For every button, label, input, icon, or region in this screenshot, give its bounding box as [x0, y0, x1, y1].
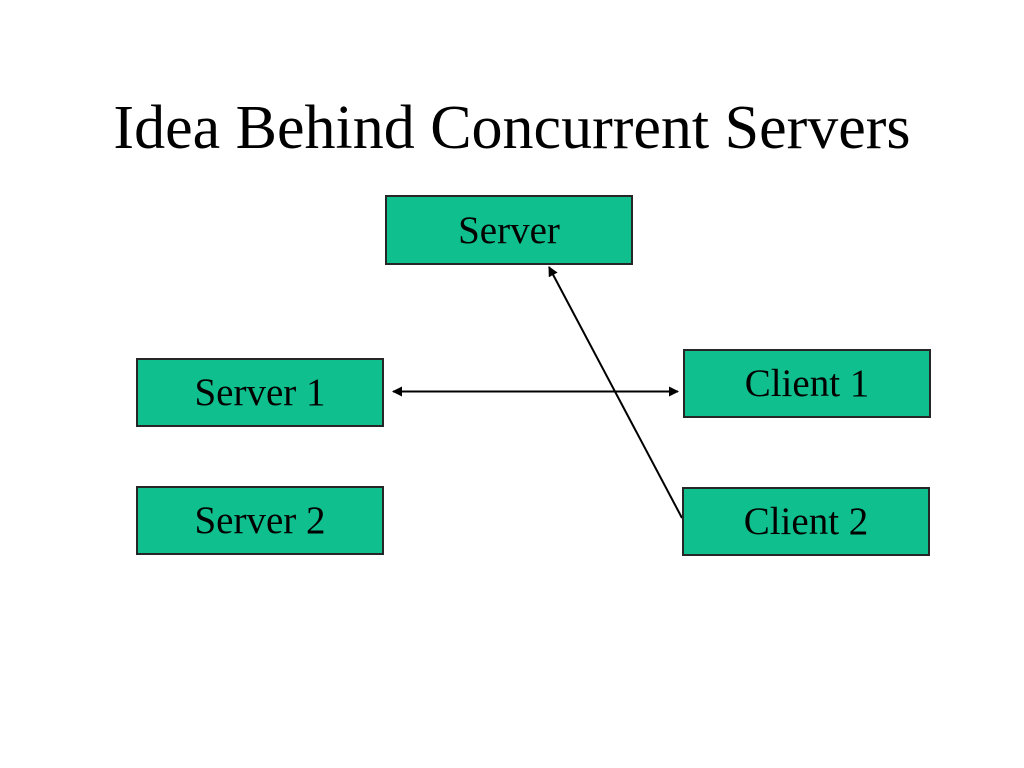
- diagram-box-server-label: Server: [458, 208, 560, 252]
- diagram-box-server1-label: Server 1: [194, 371, 326, 414]
- arrow-client2-to-server: [548, 266, 683, 519]
- diagram-box-client1: Client 1: [683, 349, 931, 418]
- diagram-box-server2-label: Server 2: [194, 499, 326, 542]
- diagram-box-server1: Server 1: [136, 358, 384, 427]
- diagram-box-server2: Server 2: [136, 486, 384, 555]
- diagram-box-server: Server: [385, 195, 633, 265]
- diagram-box-client2: Client 2: [682, 487, 930, 556]
- slide-title: Idea Behind Concurrent Servers: [113, 94, 911, 162]
- diagram-box-client1-label: Client 1: [744, 362, 870, 405]
- diagram-box-client2-label: Client 2: [743, 500, 869, 543]
